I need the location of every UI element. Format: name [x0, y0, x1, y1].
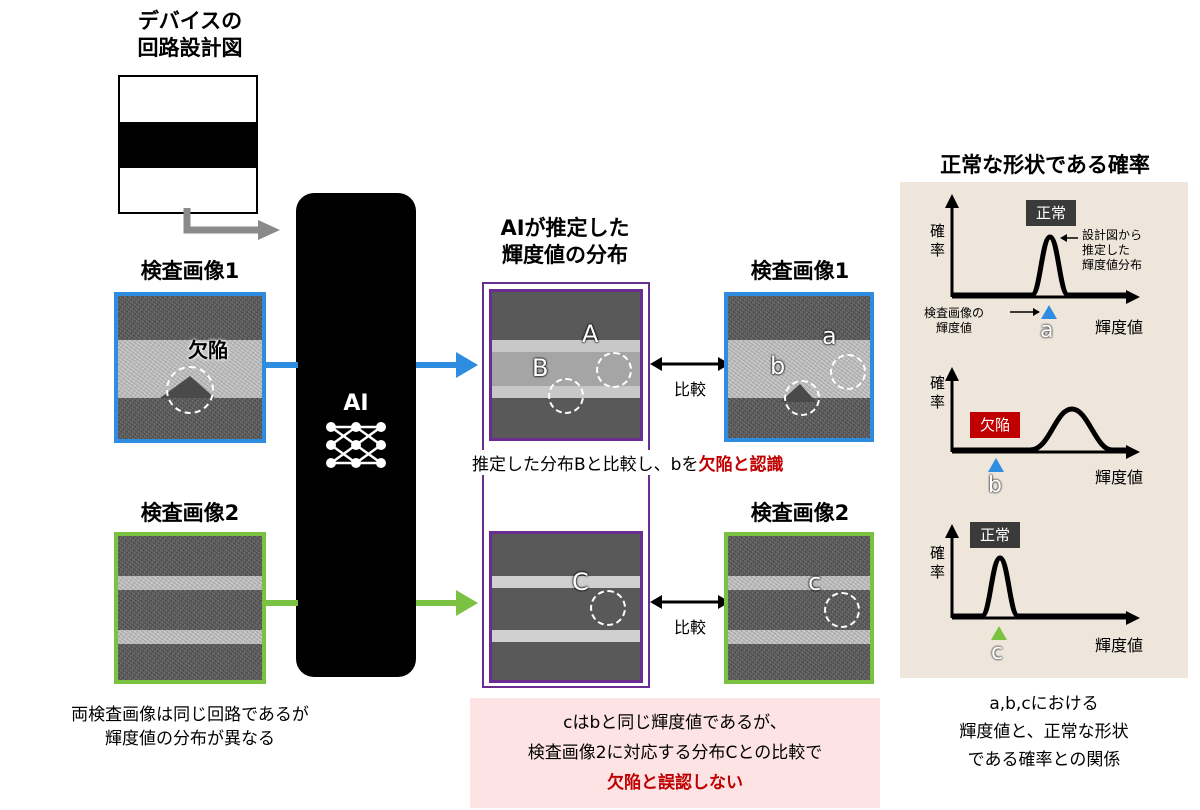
- chart3-marker-c: [991, 626, 1007, 640]
- region-A-circle: [596, 352, 632, 388]
- blue-connector-left: [262, 362, 298, 368]
- chart2-y-label: 確 率: [930, 374, 946, 411]
- estimate-title: AIが推定した 輝度値の分布: [470, 215, 660, 269]
- chart1-pointer-label: 検査画像の 輝度値: [924, 306, 985, 335]
- chart3-marker-label: c: [991, 640, 1004, 665]
- estimate-note-emphasis: 欠陥と認識: [698, 455, 784, 475]
- design-title: デバイスの 回路設計図: [100, 8, 280, 62]
- bright-line-1: [118, 576, 262, 590]
- left-caption-line2: 輝度値の分布が異なる: [105, 729, 275, 749]
- right-inspection-image-1: a b: [724, 292, 874, 442]
- bottom-note-line1: cはbと同じ輝度値であるが、: [563, 713, 787, 733]
- prob-caption-line3: である確率との関係: [967, 750, 1121, 770]
- bottom-note-line3: 欠陥と誤認しない: [607, 773, 743, 793]
- right-bright-line-1: [728, 576, 870, 590]
- green-connector-left: [262, 600, 298, 606]
- green-arrow-to-estimate: [416, 590, 478, 616]
- compare-arrow-2: [650, 595, 730, 609]
- left-caption: 両検査画像は同じ回路であるが 輝度値の分布が異なる: [10, 703, 370, 751]
- neural-network-icon: [326, 422, 386, 468]
- prob-caption-line2: 輝度値と、正常な形状: [959, 722, 1129, 742]
- chart2-marker-label: b: [988, 473, 1002, 498]
- right-inspection-image-2: c: [724, 532, 874, 684]
- estimated-image-1: A B: [489, 289, 643, 441]
- chart3-normal-tag: 正常: [970, 522, 1020, 548]
- label-c: c: [808, 568, 822, 596]
- ai-block: AI: [296, 193, 416, 677]
- estimate-note: 推定した分布Bと比較し、bを欠陥と認識: [472, 450, 882, 475]
- circuit-design-drawing: [118, 75, 258, 214]
- compare-label-1: 比較: [673, 380, 706, 399]
- right-bright-line-2: [728, 630, 870, 644]
- estimate-note-text: 推定した分布Bと比較し、bを: [472, 455, 699, 475]
- left-caption-line1: 両検査画像は同じ回路であるが: [71, 705, 309, 725]
- estimated-line-1: [492, 576, 640, 588]
- inspection-image-2: [114, 532, 266, 684]
- chart1-normal-tag: 正常: [1026, 200, 1076, 226]
- estimated-line-2: [492, 630, 640, 642]
- design-title-line2: 回路設計図: [137, 36, 243, 60]
- label-a: a: [822, 322, 837, 350]
- region-a-circle: [830, 354, 866, 390]
- prob-panel-title: 正常な形状である確率: [940, 153, 1150, 177]
- estimated-image-2: C: [489, 531, 643, 683]
- inspection-image-1-title: 検査画像1: [140, 259, 240, 283]
- defect-label: 欠陥: [188, 338, 228, 362]
- prob-panel: 正常 確 率 設計図から 推定した 輝度値分布 検査画像の 輝度値 a 輝度値 …: [900, 182, 1188, 678]
- chart1-marker-a: [1041, 305, 1057, 319]
- prob-chart-1: [945, 194, 1140, 316]
- design-title-line1: デバイスの: [137, 9, 243, 33]
- label-B: B: [532, 354, 549, 382]
- design-to-ai-arrow: [183, 208, 280, 240]
- region-B-circle: [548, 378, 584, 414]
- chart1-marker-label: a: [1040, 318, 1054, 343]
- estimate-title-line2: 輝度値の分布: [502, 243, 628, 267]
- label-C: C: [572, 568, 589, 596]
- chart2-x-label: 輝度値: [1095, 468, 1144, 487]
- chart3-x-label: 輝度値: [1095, 636, 1144, 655]
- compare-arrow-1: [650, 357, 730, 371]
- prob-panel-caption: a,b,cにおける 輝度値と、正常な形状 である確率との関係: [900, 690, 1188, 774]
- chart1-annotation: 設計図から 推定した 輝度値分布: [1082, 228, 1143, 272]
- bottom-note: cはbと同じ輝度値であるが、 検査画像2に対応する分布Cとの比較で 欠陥と誤認し…: [470, 698, 880, 808]
- bright-line-2: [118, 630, 262, 644]
- estimate-frame: [482, 282, 650, 688]
- compare-label-2: 比較: [673, 618, 706, 637]
- estimate-title-line1: AIが推定した: [500, 216, 630, 240]
- defect-circle: [166, 366, 214, 414]
- region-b-circle: [784, 380, 820, 416]
- right-image-1-title: 検査画像1: [750, 259, 850, 283]
- label-A: A: [582, 320, 599, 348]
- chart2-marker-b: [988, 458, 1004, 472]
- bottom-note-line2: 検査画像2に対応する分布Cとの比較で: [527, 743, 823, 763]
- ai-label: AI: [343, 391, 369, 416]
- chart1-x-label: 輝度値: [1095, 318, 1144, 337]
- chart3-y-label: 確 率: [930, 544, 946, 581]
- region-C-circle: [590, 590, 626, 626]
- inspection-image-2-title: 検査画像2: [140, 501, 240, 525]
- prob-chart-3: [945, 524, 1140, 625]
- right-image-2-title: 検査画像2: [750, 501, 850, 525]
- circuit-line: [120, 122, 256, 168]
- chart2-defect-tag: 欠陥: [970, 412, 1020, 438]
- blue-arrow-to-estimate: [416, 352, 478, 378]
- prob-chart-2: [945, 367, 1140, 459]
- inspection-image-1: 欠陥: [114, 292, 266, 443]
- label-b: b: [770, 352, 786, 380]
- chart1-y-label: 確 率: [930, 222, 946, 259]
- prob-caption-line1: a,b,cにおける: [989, 694, 1099, 714]
- region-c-circle: [824, 592, 860, 628]
